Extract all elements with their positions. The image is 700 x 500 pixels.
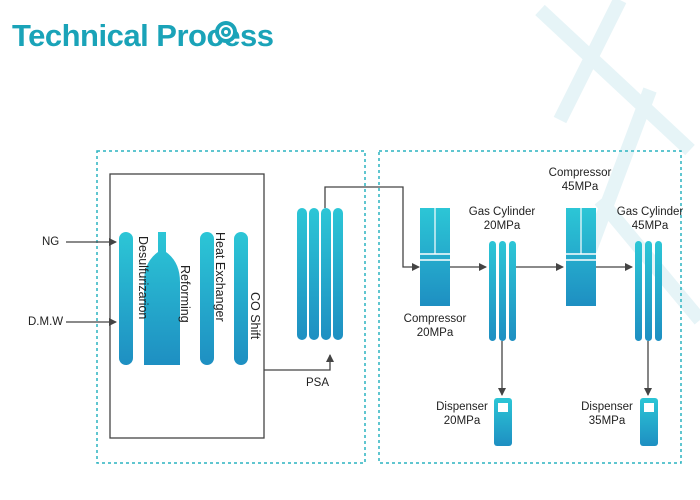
cylinder-20-tube-2 bbox=[499, 241, 506, 341]
reforming-vessel bbox=[144, 232, 180, 365]
dispenser-35-icon bbox=[640, 398, 658, 446]
psa-column-4 bbox=[333, 208, 343, 340]
dispenser-35-label-line2: 35MPa bbox=[588, 415, 626, 427]
dispenser-20-label: Dispenser 20MPa bbox=[432, 400, 492, 428]
dispenser-35-label: Dispenser 35MPa bbox=[577, 400, 637, 428]
psa-label: PSA bbox=[306, 377, 330, 389]
desulfurization-column bbox=[119, 232, 133, 365]
compressor-20-label-line1: Compressor bbox=[403, 313, 467, 325]
gas-cylinder-45-label-line2: 45MPa bbox=[631, 220, 669, 232]
cylinder-45-tube-1 bbox=[635, 241, 642, 341]
psa-to-compressor-line bbox=[324, 186, 420, 271]
gas-cylinder-45-label: Gas Cylinder 45MPa bbox=[612, 205, 688, 233]
compressor-20-unit bbox=[420, 208, 450, 306]
heat-exchanger-label: Heat Exchanger bbox=[213, 232, 227, 322]
cylinder-20-tube-3 bbox=[509, 241, 516, 341]
dispenser-20-label-line2: 20MPa bbox=[443, 415, 481, 427]
compressor-20-label-line2: 20MPa bbox=[416, 327, 454, 339]
background-watermark bbox=[535, 0, 700, 325]
to-psa-line bbox=[264, 354, 334, 371]
reforming-label: Reforming bbox=[178, 265, 192, 323]
psa-column-2 bbox=[309, 208, 319, 340]
gear-icon bbox=[215, 21, 237, 43]
gas-cylinder-45-label-line1: Gas Cylinder bbox=[616, 206, 684, 218]
psa-column-3 bbox=[321, 208, 331, 340]
co-shift-column bbox=[234, 232, 248, 365]
dispenser-20-label-line1: Dispenser bbox=[436, 401, 488, 413]
gas-cylinder-20-label-line2: 20MPa bbox=[483, 220, 521, 232]
compressor-45-unit bbox=[566, 208, 596, 306]
co-shift-label: CO Shift bbox=[248, 292, 262, 340]
compressor-45-label: Compressor 45MPa bbox=[545, 166, 615, 194]
station-section-box bbox=[378, 150, 682, 464]
gas-cylinder-20-label-line1: Gas Cylinder bbox=[468, 206, 536, 218]
gas-cylinder-20-label: Gas Cylinder 20MPa bbox=[467, 205, 537, 233]
ng-label: NG bbox=[42, 236, 60, 248]
cylinder-45-tube-2 bbox=[645, 241, 652, 341]
reforming-section-box bbox=[96, 150, 366, 464]
compressor-20-label: Compressor 20MPa bbox=[400, 312, 470, 340]
cylinder-20-tube-1 bbox=[489, 241, 496, 341]
dispenser-35-label-line1: Dispenser bbox=[581, 401, 633, 413]
dispenser-20-icon bbox=[494, 398, 512, 446]
reactor-frame bbox=[109, 173, 265, 439]
compressor-45-label-line1: Compressor bbox=[548, 167, 612, 179]
cylinder-45-tube-3 bbox=[655, 241, 662, 341]
heat-exchanger-column bbox=[200, 232, 214, 365]
compressor-45-label-line2: 45MPa bbox=[561, 181, 599, 193]
dmw-label: D.M.W bbox=[28, 316, 64, 328]
psa-column-1 bbox=[297, 208, 307, 340]
desulfurization-label: Desulfurizarion bbox=[136, 236, 150, 320]
